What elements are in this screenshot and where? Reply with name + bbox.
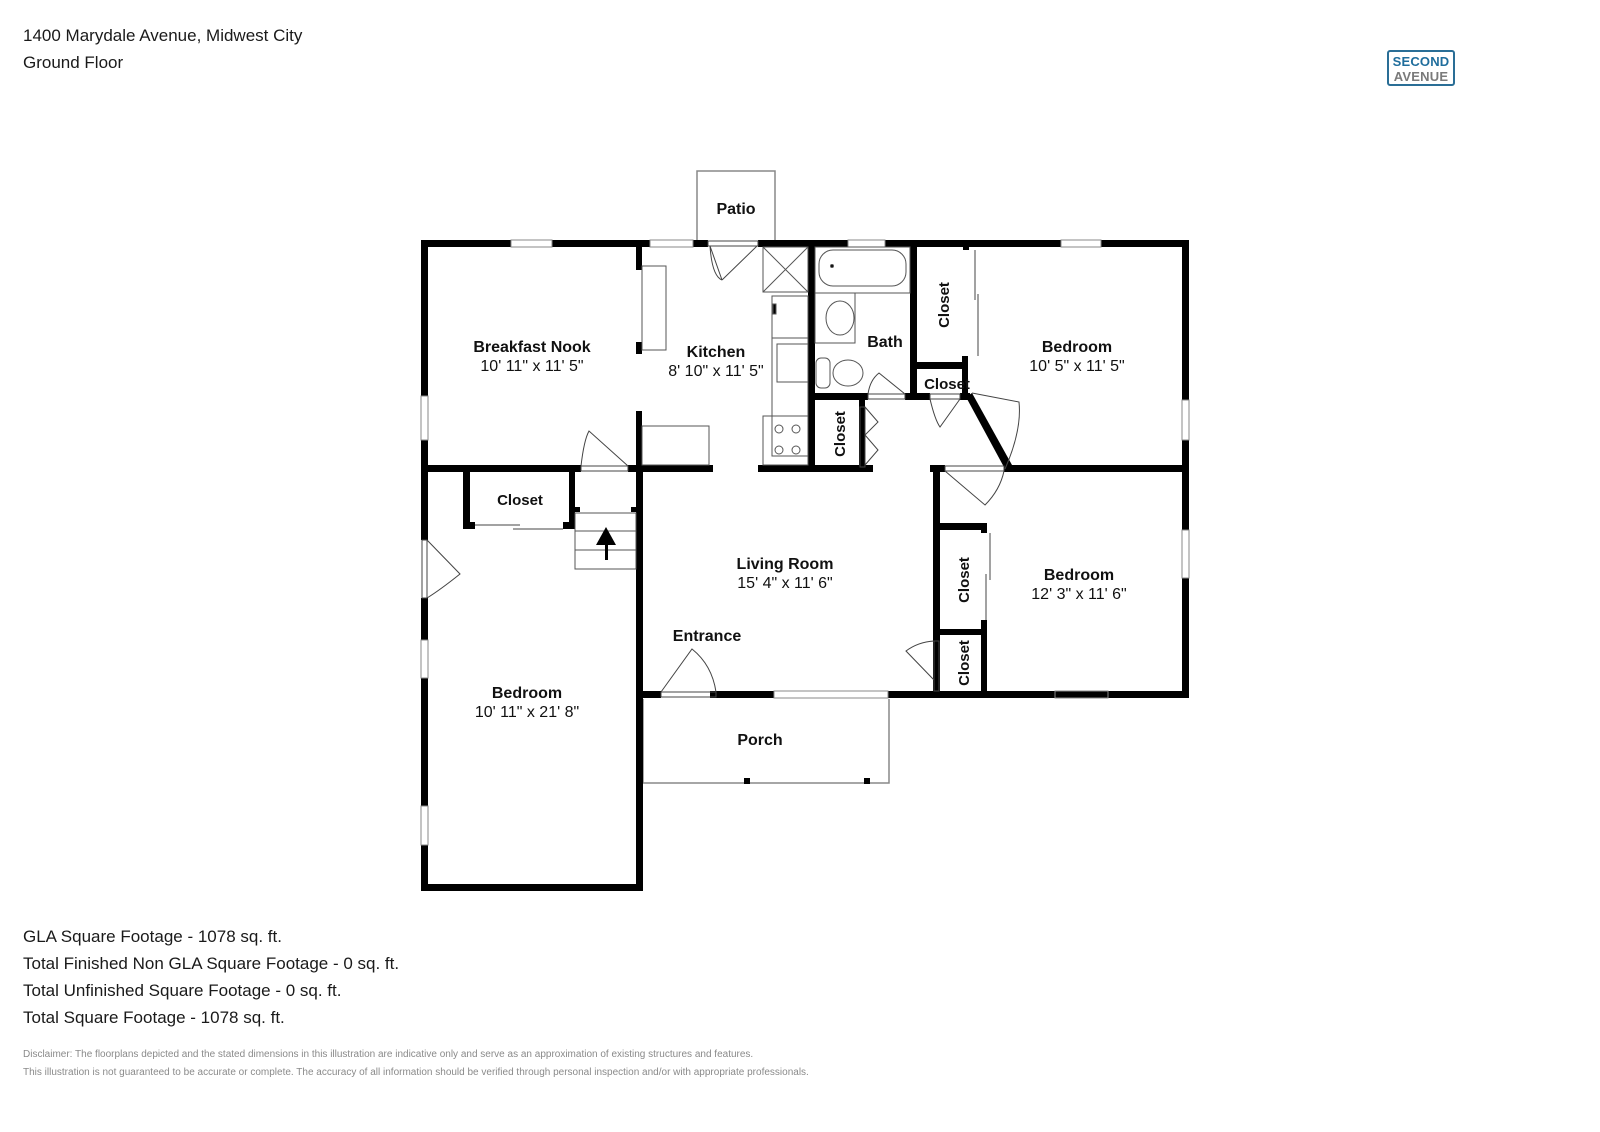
room-label-closet-se-lower: Closet	[956, 640, 973, 686]
room-dims-bedroom-se: 12' 3" x 11' 6"	[1031, 586, 1126, 603]
toilet	[832, 359, 864, 387]
room-dims-living-room: 15' 4" x 11' 6"	[737, 575, 832, 592]
room-label-porch: Porch	[737, 732, 782, 749]
stove	[762, 415, 809, 466]
patio-door-swing	[709, 245, 758, 281]
shower	[762, 246, 809, 293]
fridge	[771, 295, 809, 339]
room-label-closet-west: Closet	[497, 492, 543, 509]
windows	[420, 239, 1190, 846]
logo-line-2: AVENUE	[1393, 69, 1449, 84]
interior-walls	[421, 240, 1189, 698]
room-label-closet-se-upper: Closet	[956, 557, 973, 603]
room-label-closet-small: Closet	[924, 376, 970, 393]
floor-label: Ground Floor	[23, 53, 124, 72]
room-label-entrance: Entrance	[673, 628, 742, 645]
fixtures	[574, 246, 911, 570]
brand-logo: SECOND AVENUE	[1387, 50, 1455, 86]
bathtub	[814, 246, 911, 294]
room-label-bedroom-se: Bedroom	[1044, 567, 1114, 584]
room-label-closet-kitchen: Closet	[832, 411, 849, 457]
room-dims-breakfast-nook: 10' 11" x 11' 5"	[480, 358, 583, 375]
porch-post	[864, 778, 870, 784]
room-label-patio: Patio	[716, 201, 755, 218]
stat-unfinished: Total Unfinished Square Footage - 0 sq. …	[23, 981, 342, 1000]
room-label-closet-bath-right: Closet	[936, 282, 953, 328]
porch-post	[744, 778, 750, 784]
room-label-bedroom-ne: Bedroom	[1042, 339, 1112, 356]
kitchen-peninsula	[641, 425, 710, 466]
stat-finished-non-gla: Total Finished Non GLA Square Footage - …	[23, 954, 400, 973]
room-label-bath: Bath	[867, 334, 903, 351]
doors	[421, 240, 1020, 698]
room-label-breakfast-nook: Breakfast Nook	[473, 339, 590, 356]
patio-area	[696, 170, 776, 242]
stairs-up-arrow-icon	[596, 527, 616, 560]
stat-total: Total Square Footage - 1078 sq. ft.	[23, 1008, 285, 1027]
address-title: 1400 Marydale Avenue, Midwest City	[23, 26, 303, 45]
room-label-bedroom-west: Bedroom	[492, 685, 562, 702]
stairs	[574, 512, 637, 570]
room-dims-bedroom-west: 10' 11" x 21' 8"	[475, 704, 579, 721]
room-dims-kitchen: 8' 10" x 11' 5"	[668, 363, 763, 380]
logo-line-1: SECOND	[1392, 54, 1450, 69]
room-dims-bedroom-ne: 10' 5" x 11' 5"	[1029, 358, 1124, 375]
patio-door	[707, 240, 759, 247]
stat-gla: GLA Square Footage - 1078 sq. ft.	[23, 927, 282, 946]
disclaimer-line-1: Disclaimer: The floorplans depicted and …	[23, 1049, 754, 1060]
nook-cabinet	[641, 265, 667, 351]
disclaimer: Disclaimer: The floorplans depicted and …	[23, 1046, 809, 1082]
square-footage-summary: GLA Square Footage - 1078 sq. ft. Total …	[23, 927, 399, 1035]
kitchen-sink	[776, 343, 809, 383]
room-label-living-room: Living Room	[737, 556, 834, 573]
exterior-walls	[421, 240, 1189, 891]
room-label-kitchen: Kitchen	[687, 344, 746, 361]
bath-sink	[814, 292, 856, 344]
disclaimer-line-2: This illustration is not guaranteed to b…	[23, 1067, 809, 1078]
